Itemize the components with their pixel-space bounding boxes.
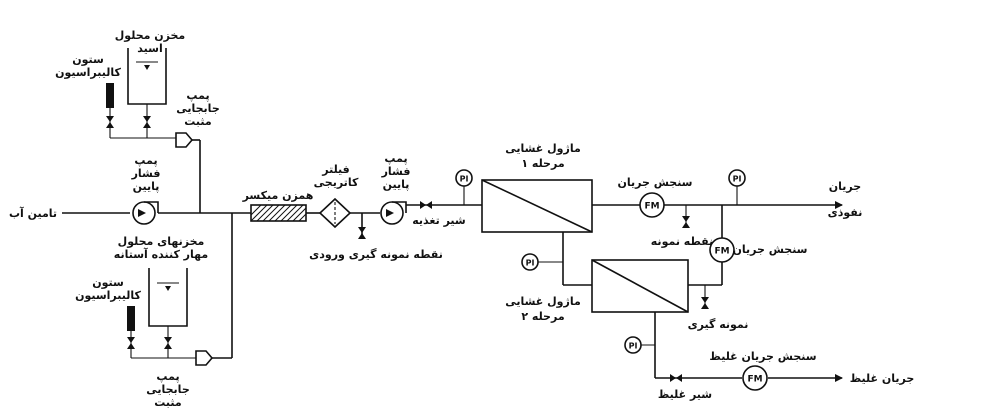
filter-label-1: فیلتر: [321, 163, 350, 176]
labels: مخزن محلول اسید ستون کالیبراسیون پمپ جاب…: [9, 29, 914, 409]
water-supply-label: تامین آب: [9, 206, 57, 220]
cartridge-filter: [318, 197, 352, 229]
pd-pump-top-label-1: پمپ: [186, 89, 209, 102]
pi-feed: PI: [455, 169, 473, 187]
membrane-module-stage1: [481, 179, 593, 233]
flow-meter-concentrate-label: FM: [747, 375, 762, 385]
pi-permeate-label: PI: [733, 175, 742, 184]
lp-pump-mid-label-3: پایین: [383, 178, 410, 191]
piping: [62, 104, 843, 382]
calibration-column-bottom: [127, 306, 135, 331]
concentrate-stream-label: جریان غلیظ: [850, 372, 915, 385]
valve-acid-tank: [143, 116, 151, 128]
valve-sampling-stage2: [701, 297, 709, 309]
pi-stage1-concentrate: PI: [521, 253, 539, 271]
antiscalant-tank-body: [148, 268, 188, 327]
pi-stage1-concentrate-label: PI: [526, 259, 535, 268]
lp-pump-left-label-2: فشار: [131, 167, 161, 180]
acid-tank-level-marker: [144, 65, 150, 70]
pd-pump-top: [175, 132, 194, 148]
pd-pump-bottom: [195, 350, 214, 366]
lp-pump-mid-label-2: فشار: [381, 165, 411, 178]
flow-meter-top: FM: [639, 192, 665, 218]
permeate-label-2: نفوذی: [828, 206, 863, 219]
stage1-label-2: مرحله ۱: [521, 157, 564, 170]
valve-calib-bottom: [127, 337, 135, 349]
pd-pump-top-label-3: مثبت: [184, 115, 211, 128]
flow-meter-right-label: FM: [714, 247, 729, 257]
pd-pump-top-label-2: جابجایی: [176, 102, 220, 115]
calib-bottom-label-1: ستون: [92, 276, 124, 289]
mixer-tank-label: همزن میکسر: [242, 189, 314, 202]
pd-pump-bottom-label-2: جابجایی: [146, 383, 190, 396]
pd-pump-bottom-label-3: مثبت: [154, 396, 181, 409]
flow-meter-right-caption: سنجش جریان: [732, 243, 807, 256]
concentrate-valve-label: شیر غلیظ: [658, 388, 712, 401]
lp-pump-mid-label-1: پمپ: [384, 152, 407, 165]
mixer-tank: [250, 204, 307, 222]
pi-concentrate: PI: [624, 336, 642, 354]
acid-tank-label-1: مخزن محلول: [115, 29, 185, 42]
low-pressure-pump-left: [132, 201, 159, 225]
membrane-module-stage2: [591, 259, 689, 313]
valve-concentrate: [670, 374, 682, 382]
calib-top-label-1: ستون: [72, 53, 104, 66]
valve-calib-top: [106, 116, 114, 128]
flow-meter-concentrate: FM: [742, 365, 768, 391]
pi-feed-label: PI: [460, 175, 469, 184]
valve-feed: [420, 201, 432, 209]
acid-tank-label-2: اسید: [137, 42, 162, 55]
filter-label-2: کاتریجی: [314, 176, 359, 189]
low-pressure-pump-mid: [380, 201, 407, 225]
calib-top-label-2: کالیبراسیون: [55, 66, 121, 79]
valve-inlet-sampling: [358, 227, 366, 239]
flow-meter-top-caption: سنجش جریان: [617, 176, 692, 189]
stage2-label-2: مرحله ۲: [521, 310, 564, 323]
antiscalant-tank-label-2: مهار کننده آستانه: [114, 247, 208, 261]
pi-permeate: PI: [728, 169, 746, 187]
concentrate-meter-caption: سنجش جریان غلیظ: [709, 350, 816, 363]
stage2-label-1: ماژول غشایی: [505, 295, 581, 308]
valve-antiscalant-tank: [164, 337, 172, 349]
valve-sampling-point: [682, 216, 690, 228]
lp-pump-left-label-3: پایین: [133, 180, 160, 193]
antiscalant-tank: [148, 268, 188, 327]
acid-tank-body: [127, 48, 167, 105]
acid-tank: [127, 48, 167, 105]
calibration-column-top: [106, 83, 114, 108]
lp-pump-left-label-1: پمپ: [134, 154, 157, 167]
antiscalant-tank-level-marker: [165, 286, 171, 291]
antiscalant-tank-label-1: مخزنهای محلول: [118, 235, 205, 248]
flow-meter-right: FM: [709, 237, 735, 263]
sampling-point-label: نقطه نمونه: [651, 235, 713, 248]
sampling-stage2-label: نمونه گیری: [688, 318, 749, 331]
inlet-sampling-label: نقطه نمونه گیری ورودی: [309, 248, 443, 261]
permeate-label-1: جریان: [829, 180, 861, 193]
feed-valve-label: شیر تغذیه: [412, 214, 465, 227]
stage1-label-1: ماژول غشایی: [505, 142, 581, 155]
flow-meter-top-label: FM: [644, 202, 659, 212]
calib-bottom-label-2: کالیبراسیون: [75, 289, 141, 302]
pi-concentrate-label: PI: [629, 342, 638, 351]
pd-pump-bottom-label-1: پمپ: [156, 370, 179, 383]
